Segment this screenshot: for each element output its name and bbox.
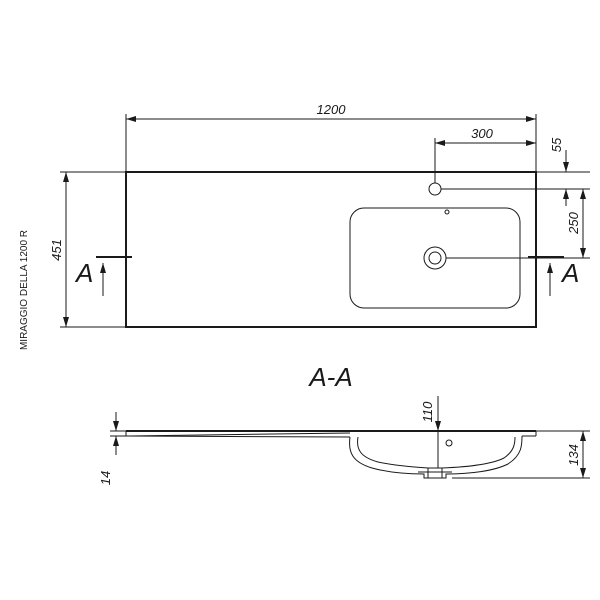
basin-section-inner	[357, 436, 516, 469]
dimension-slab-thickness: 14	[98, 412, 126, 485]
dimension-section-height: 134	[452, 430, 590, 479]
tap-hole	[428, 182, 442, 196]
dimension-section-depth: 110	[420, 396, 441, 468]
dim-label-1200: 1200	[317, 102, 347, 117]
section-mark-right: A	[528, 256, 579, 296]
section-letter-left: A	[74, 258, 93, 288]
model-label: MIRAGGIO DELLA 1200 R	[19, 230, 30, 350]
section-view	[125, 430, 537, 479]
dim-label-451: 451	[49, 239, 64, 261]
countertop-outline	[125, 171, 537, 328]
drain-outer	[423, 246, 447, 270]
dimension-overall-depth: 451	[49, 171, 126, 328]
dim-label-55: 55	[549, 137, 564, 152]
dim-label-110: 110	[420, 401, 435, 422]
drain-inner	[428, 251, 442, 265]
dimension-overall-width: 1200	[125, 102, 537, 172]
section-title: A-A	[307, 362, 352, 392]
overflow-hole	[444, 209, 450, 215]
dimension-right-side: 55 250	[441, 137, 590, 259]
section-letter-right: A	[560, 258, 579, 288]
dim-label-250: 250	[566, 211, 581, 234]
dim-label-300: 300	[471, 126, 493, 141]
basin-section-outer	[349, 435, 523, 479]
section-mark-left: A	[74, 256, 132, 296]
dim-label-134: 134	[566, 444, 581, 466]
top-view	[125, 171, 537, 328]
overflow-section	[445, 439, 453, 447]
dim-label-14: 14	[98, 471, 113, 485]
dimension-tap-offset: 300	[434, 126, 536, 183]
